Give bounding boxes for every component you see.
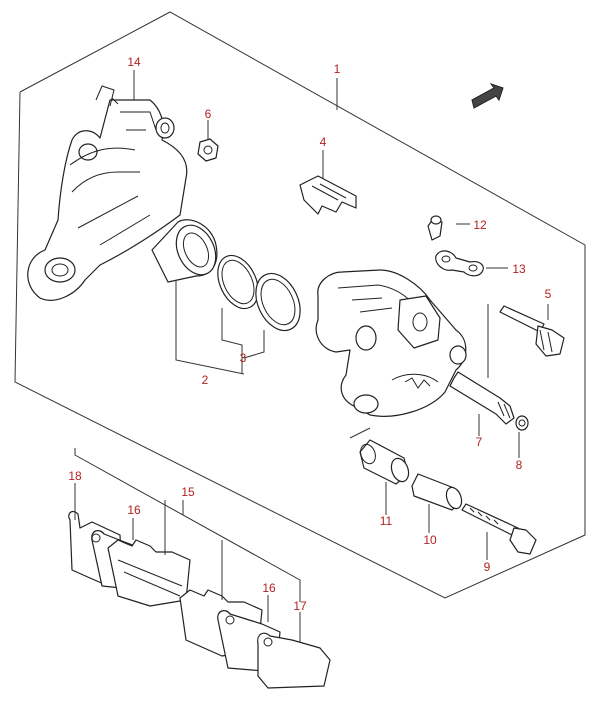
callout-labels: 1 2 3 4 5 6 7 8 9 10 11 12 13 14 15 16 1… [68,55,551,613]
pad-kit-boundary [74,448,301,602]
plug [515,415,529,431]
caliper-body [315,269,467,417]
callout-14: 14 [127,55,141,69]
leader-lines [74,70,549,642]
callout-11: 11 [380,514,393,528]
bleeder-cap [435,250,484,277]
callout-12: 12 [473,218,487,232]
callout-13: 13 [512,262,526,276]
bolt [461,503,537,555]
bleeder-valve [427,215,443,241]
callout-18: 18 [68,469,82,483]
callout-3: 3 [240,351,247,365]
slide-pin [411,473,463,511]
callout-4: 4 [320,135,327,149]
callout-8: 8 [516,458,523,472]
pad-spring [299,175,357,215]
piston-seals [217,254,301,332]
callout-2: 2 [202,373,209,387]
callout-16-lower: 16 [262,581,276,595]
callout-7: 7 [476,435,483,449]
sleeve [359,439,410,485]
caliper-bracket [27,85,188,301]
callout-10: 10 [423,533,437,547]
callout-16-upper: 16 [127,503,141,517]
brake-pad-lower-set [179,589,331,689]
brake-pad-upper-set [68,510,191,607]
boot [449,371,515,425]
pad-pin [499,305,565,357]
piston [151,219,218,283]
callout-15: 15 [181,485,195,499]
callout-5: 5 [545,287,552,301]
callout-6: 6 [205,107,212,121]
callout-1: 1 [334,62,341,76]
assembly-boundary [14,11,586,599]
callout-9: 9 [484,560,491,574]
nut [197,138,219,162]
callout-17: 17 [293,599,307,613]
front-arrow-icon [471,83,504,109]
